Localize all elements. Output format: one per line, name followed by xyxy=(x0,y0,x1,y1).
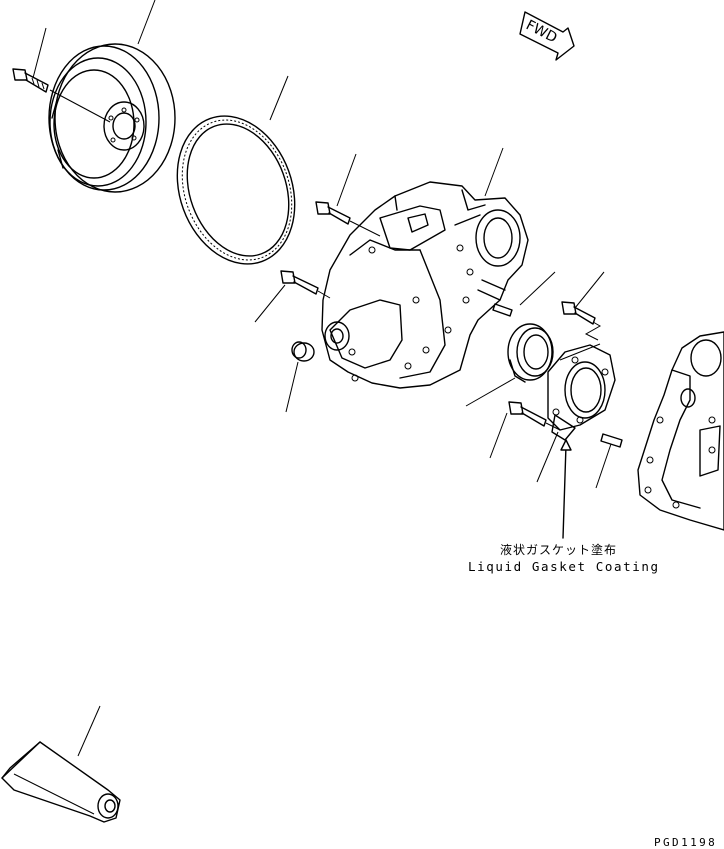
cylinder-block xyxy=(637,331,724,531)
callout-leaders xyxy=(32,0,612,757)
drawing-code: PGD1198 xyxy=(654,836,718,849)
oil-seal xyxy=(507,323,554,383)
housing-bolt-lower xyxy=(280,270,331,299)
alignment-lines xyxy=(349,220,602,431)
housing-plug xyxy=(291,341,315,362)
retainer-bolt-upper xyxy=(561,301,596,325)
liquid-gasket-tube xyxy=(1,741,121,823)
dowel-pin-lower xyxy=(600,433,623,448)
gasket-note-japanese: 液状ガスケット塗布 xyxy=(500,543,618,557)
retainer-bolt-lower xyxy=(508,401,547,427)
flywheel-bolt xyxy=(12,68,49,93)
gasket-note-english: Liquid Gasket Coating xyxy=(468,559,660,574)
flywheel xyxy=(48,43,176,193)
forward-label: FWD xyxy=(523,17,559,46)
ring-gear xyxy=(176,115,296,265)
forward-arrow-icon xyxy=(519,11,575,61)
flywheel-housing xyxy=(321,181,529,389)
housing-bolt-upper xyxy=(315,201,351,225)
dowel-pin-upper xyxy=(492,303,513,317)
gasket-arrow-icon xyxy=(562,444,567,539)
seal-retainer xyxy=(547,344,616,441)
